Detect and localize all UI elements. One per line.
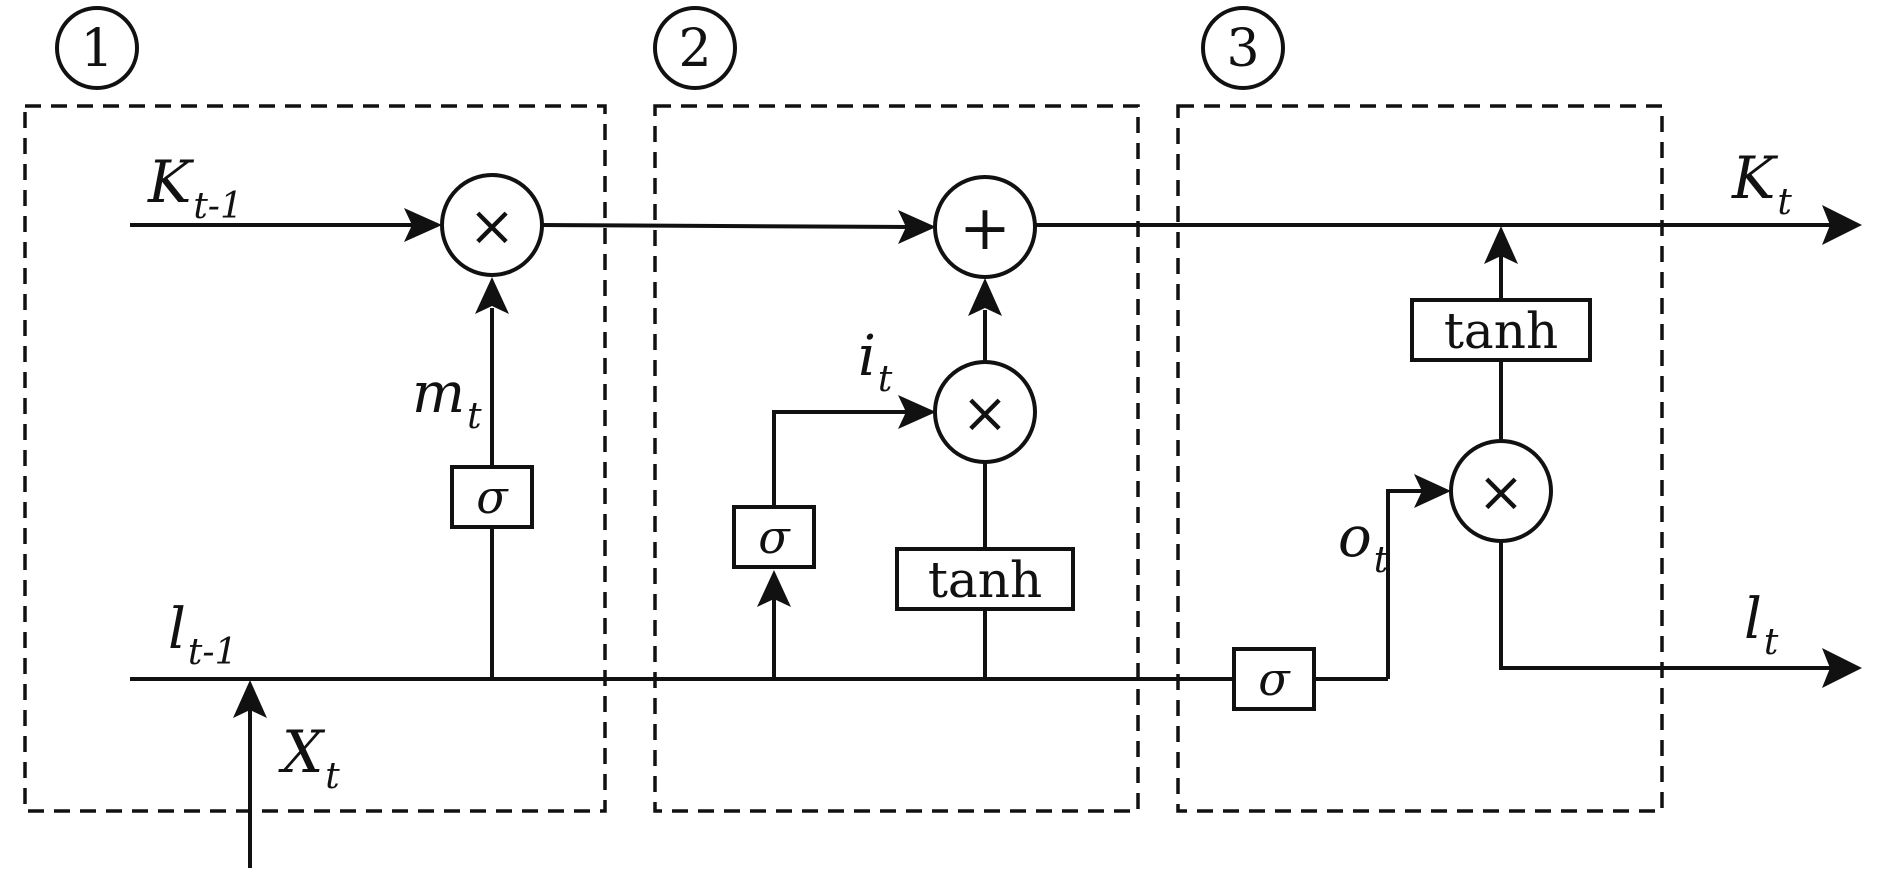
add-node	[933, 175, 1037, 279]
tanh-box-2	[895, 547, 1075, 611]
arrowhead-o-to-mult3	[1414, 474, 1451, 508]
multiply-node-1	[440, 173, 544, 277]
arrowhead-to-sigma2	[757, 570, 791, 607]
sigma-label-3: σ	[1258, 652, 1291, 706]
label-l-prev-sub: t-1	[188, 632, 238, 673]
label-i-gate-main: i	[858, 324, 876, 389]
k-mid-line	[539, 223, 909, 229]
label-i-gate-sub: t	[878, 359, 893, 400]
stage-badge-3: 3	[1201, 6, 1285, 90]
stage-badge-1: 1	[55, 6, 139, 90]
sigma-box-1	[450, 465, 534, 529]
label-k-prev-sub: t-1	[193, 186, 243, 227]
label-o-gate: ot	[1338, 505, 1389, 581]
label-k-out-main: K	[1731, 144, 1779, 212]
stage-box-2	[653, 104, 1140, 813]
sigma-box-2	[732, 505, 816, 569]
stage-badge-2: 2	[653, 6, 737, 90]
label-k-out: Kt	[1731, 144, 1792, 223]
stage-box-3	[1176, 104, 1664, 813]
arrowhead-tanh3-to-k	[1484, 226, 1518, 264]
label-m-gate-main: m	[412, 361, 465, 426]
label-o-gate-main: o	[1338, 505, 1372, 570]
label-k-prev: Kt-1	[147, 148, 243, 227]
add-symbol: +	[959, 191, 1011, 264]
arrowhead-k-output	[1822, 205, 1862, 245]
arrowhead-x-input	[233, 680, 267, 718]
multiply-symbol-1: ×	[469, 194, 516, 259]
o-gate-path	[1386, 489, 1424, 679]
label-l-out: lt	[1744, 587, 1779, 663]
label-m-gate-sub: t	[467, 396, 482, 437]
arrowhead-k-to-add	[898, 210, 936, 244]
label-i-gate: it	[858, 324, 893, 400]
label-l-out-sub: t	[1764, 622, 1779, 663]
stage-number-3: 3	[1226, 19, 1259, 79]
label-k-out-sub: t	[1777, 182, 1792, 223]
tanh-label-3: tanh	[1444, 302, 1558, 360]
sigma-label-1: σ	[476, 470, 509, 524]
arrowhead-m-to-mult1	[475, 277, 509, 314]
l-output-path	[1499, 541, 1830, 670]
label-k-prev-main: K	[147, 148, 195, 216]
stage-box-1	[23, 104, 607, 813]
multiply-symbol-3: ×	[1478, 460, 1525, 525]
i-gate-path	[772, 410, 908, 507]
label-l-prev: lt-1	[168, 597, 237, 673]
stage-number-1: 1	[80, 19, 113, 79]
sigma-label-2: σ	[758, 510, 791, 564]
label-x-input: Xt	[278, 718, 340, 797]
label-o-gate-sub: t	[1374, 540, 1389, 581]
arrowhead-l-output	[1822, 648, 1862, 688]
arrowhead-mult2-to-add	[968, 278, 1002, 316]
label-l-prev-main: l	[168, 597, 186, 662]
label-x-input-sub: t	[325, 756, 340, 797]
arrowhead-k-to-mult1	[404, 208, 442, 242]
label-m-gate: mt	[412, 361, 482, 437]
label-x-input-main: X	[278, 718, 326, 786]
label-l-out-main: l	[1744, 587, 1762, 652]
sigma-box-3	[1232, 647, 1316, 711]
tanh-label-2: tanh	[928, 551, 1042, 609]
stage-number-2: 2	[678, 19, 711, 79]
multiply-symbol-2: ×	[962, 381, 1009, 446]
arrowhead-i-to-mult2	[898, 395, 936, 429]
